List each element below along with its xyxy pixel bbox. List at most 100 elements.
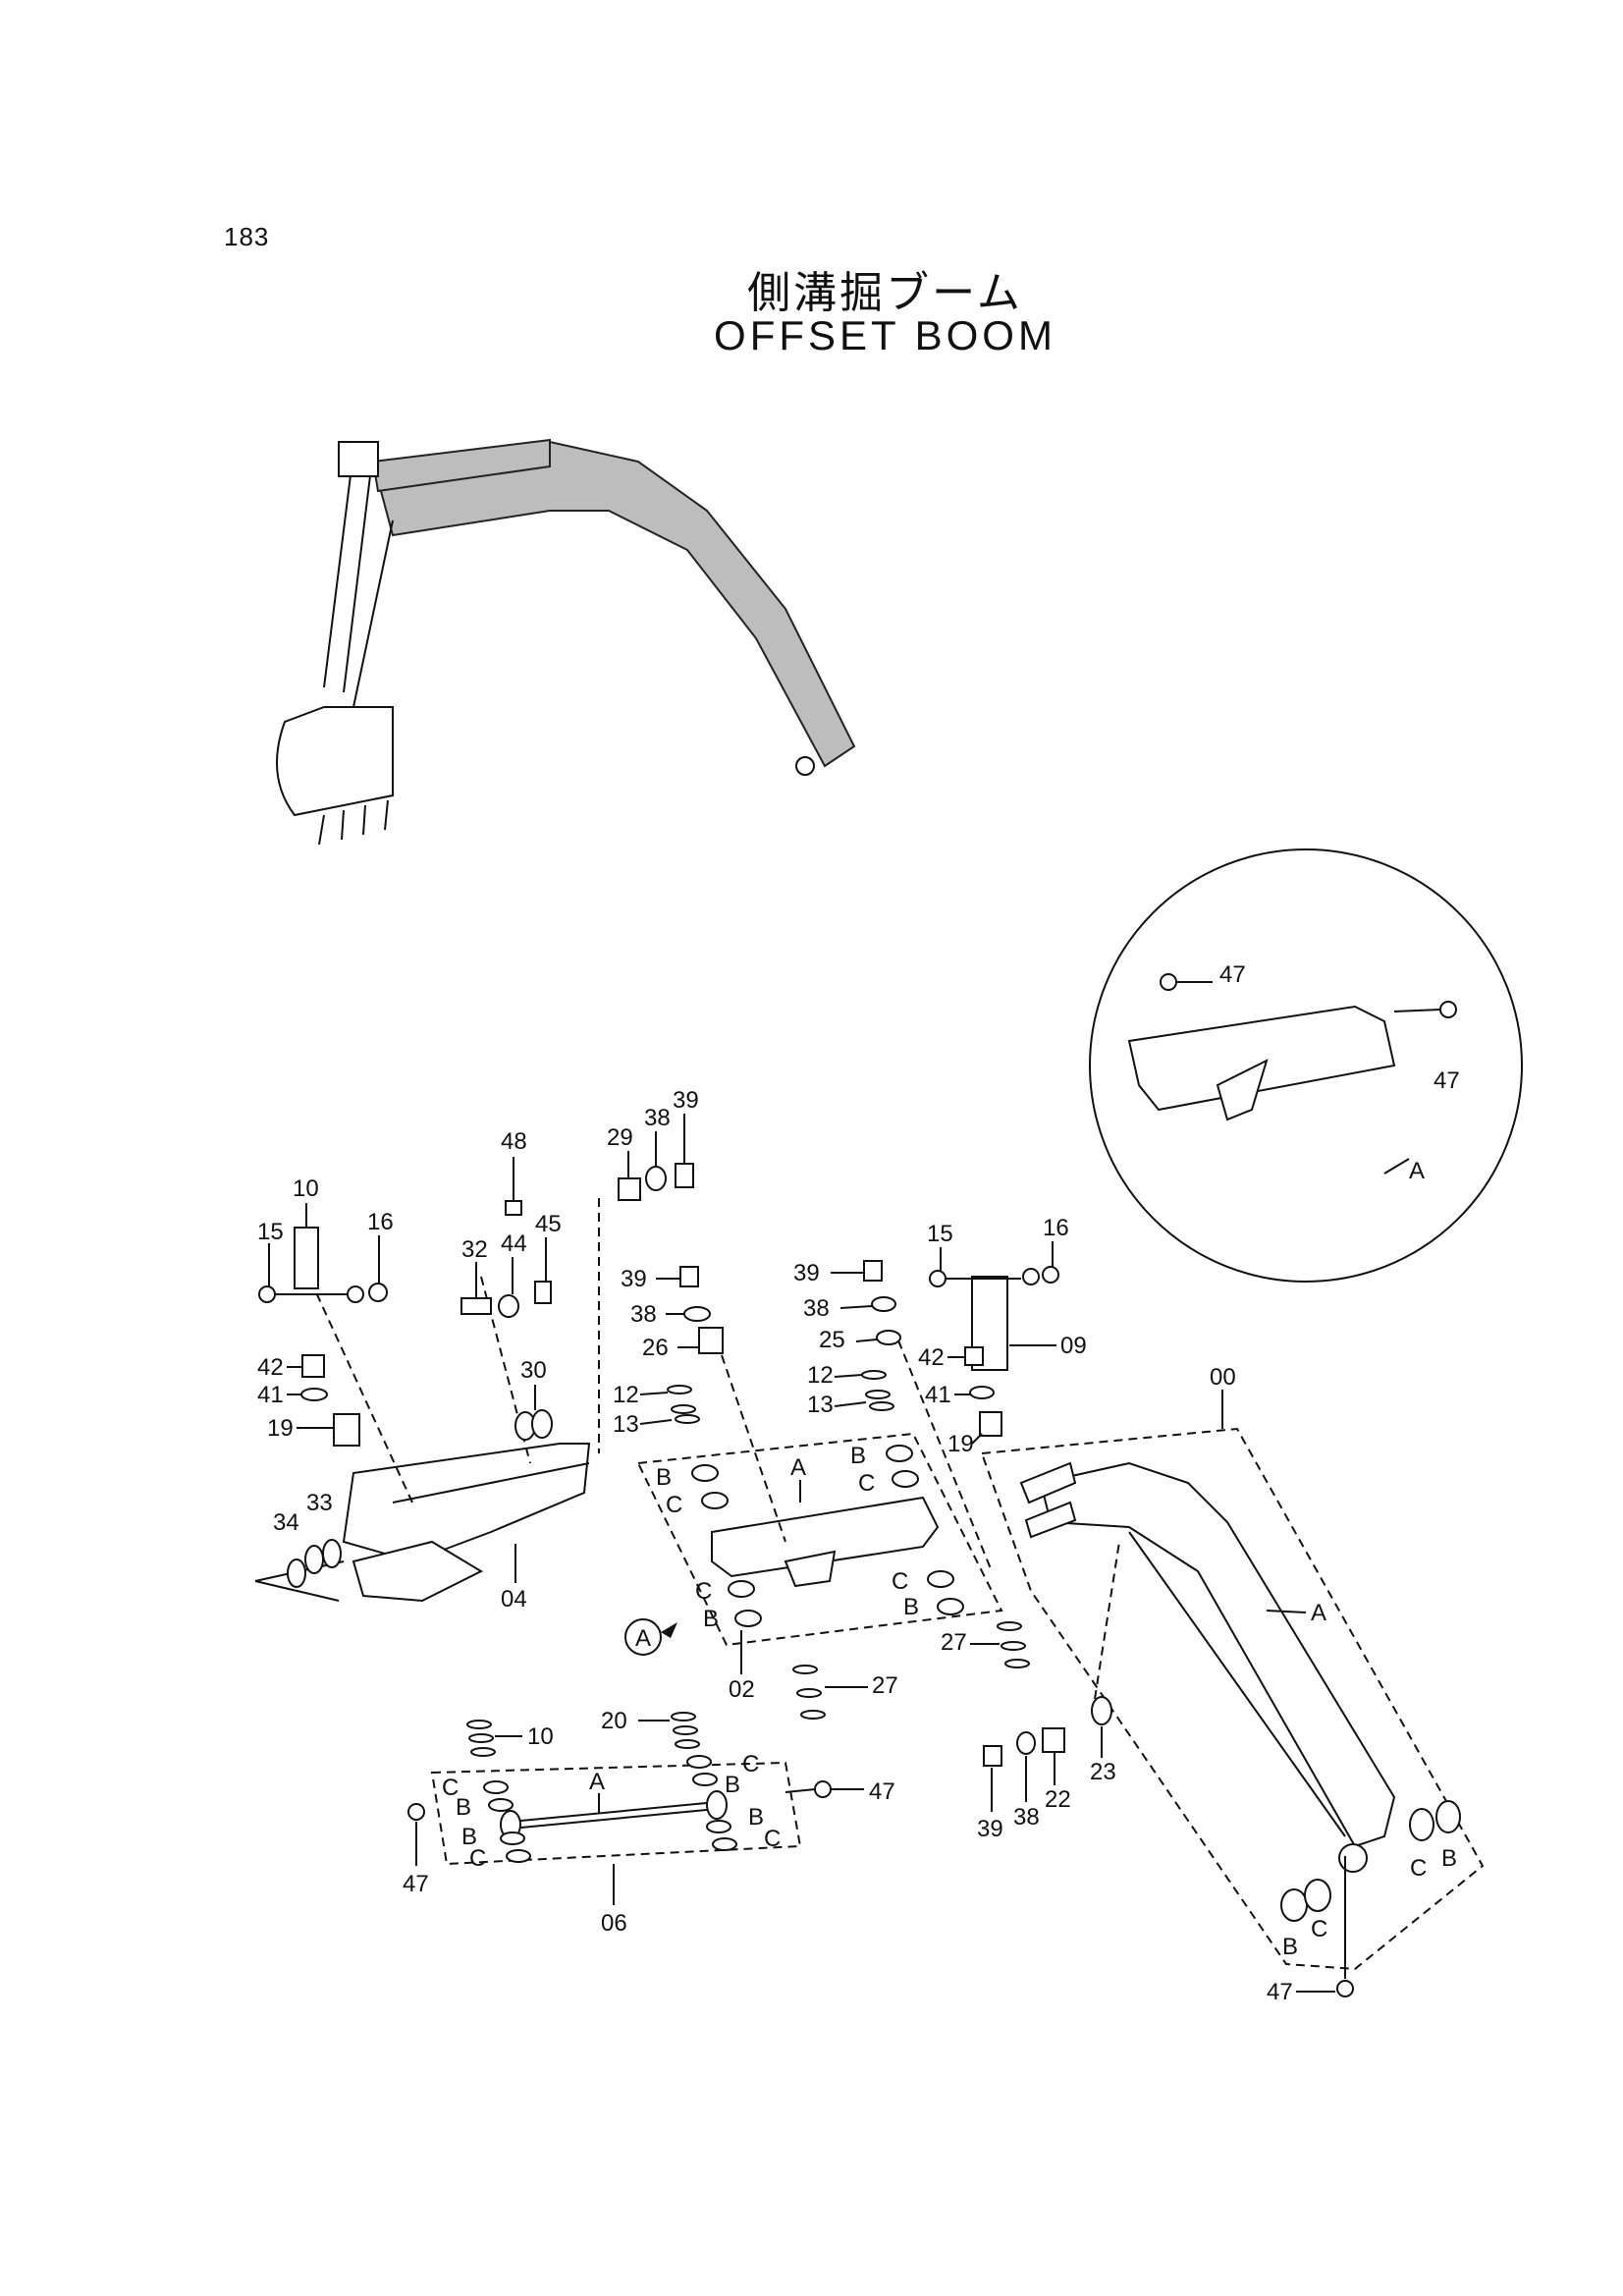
rings-27: 27 27 — [792, 1621, 1030, 1720]
title-english: OFFSET BOOM — [714, 312, 1056, 358]
assembly-00: 00 A C B B C 47 — [980, 1364, 1485, 2005]
label-c: C — [742, 1751, 759, 1777]
label-12: 12 — [613, 1382, 639, 1408]
label-c: C — [1311, 1916, 1327, 1942]
label-b: B — [748, 1804, 764, 1831]
detail-ref-label: A — [635, 1625, 651, 1652]
pin-19-group-left: 42 41 19 — [257, 1354, 360, 1447]
label-23: 23 — [1090, 1759, 1116, 1785]
label-39: 39 — [621, 1266, 647, 1292]
label-27: 27 — [872, 1672, 898, 1699]
label-06: 06 — [601, 1910, 627, 1937]
washers-33-34: 34 33 — [273, 1490, 342, 1588]
assembly-06: A C B B C C B B C 06 47 47 — [403, 1751, 895, 1937]
label-38: 38 — [644, 1105, 671, 1131]
overview-illustration — [276, 438, 856, 846]
grease-fitting-icon — [1336, 1980, 1354, 1997]
detail-a-label: A — [1409, 1158, 1425, 1184]
assembly-02: A B C C B B C C B 02 A — [624, 1432, 1003, 1703]
label-a-02: A — [790, 1454, 806, 1481]
label-22: 22 — [1045, 1786, 1071, 1813]
label-09: 09 — [1060, 1333, 1087, 1359]
label-33: 33 — [306, 1490, 333, 1516]
label-15: 15 — [927, 1221, 953, 1247]
label-47: 47 — [1434, 1067, 1460, 1094]
label-39: 39 — [793, 1260, 820, 1286]
label-19: 19 — [947, 1431, 974, 1457]
label-48: 48 — [501, 1128, 527, 1155]
label-47: 47 — [869, 1778, 895, 1805]
grease-fitting-icon — [407, 1803, 425, 1821]
pin-25-group: 39 38 25 12 13 — [793, 1260, 993, 1572]
label-b: B — [850, 1443, 866, 1469]
assembly-04: 04 — [254, 1198, 600, 1613]
label-b: B — [703, 1606, 719, 1632]
label-12: 12 — [807, 1362, 834, 1389]
bolt-group-29: 29 38 39 — [607, 1087, 699, 1201]
label-42: 42 — [257, 1354, 284, 1381]
label-32: 32 — [461, 1236, 488, 1263]
label-44: 44 — [501, 1230, 527, 1257]
pin-22-group: 39 38 22 23 — [977, 1541, 1120, 1842]
label-c: C — [892, 1568, 908, 1595]
label-10: 10 — [293, 1175, 319, 1202]
label-39: 39 — [673, 1087, 699, 1114]
label-c: C — [442, 1775, 459, 1801]
label-c: C — [1410, 1855, 1427, 1882]
label-38: 38 — [803, 1295, 830, 1322]
washer-30: 30 — [514, 1357, 553, 1441]
pin-09-group: 15 16 09 42 41 19 — [918, 1215, 1087, 1457]
grease-fitting-icon — [814, 1780, 832, 1798]
label-c: C — [764, 1826, 781, 1852]
label-c: C — [666, 1492, 682, 1518]
label-29: 29 — [607, 1124, 633, 1151]
pin-10-group: 10 15 16 — [257, 1175, 394, 1303]
label-a-06: A — [589, 1769, 605, 1795]
label-b: B — [456, 1794, 471, 1821]
label-c: C — [469, 1845, 486, 1872]
label-00: 00 — [1210, 1364, 1236, 1391]
label-04: 04 — [501, 1586, 527, 1613]
title-japanese: 側溝掘ブーム — [747, 268, 1023, 318]
label-b: B — [1282, 1934, 1298, 1960]
label-c: C — [858, 1470, 875, 1497]
label-b: B — [903, 1594, 919, 1620]
label-15: 15 — [257, 1219, 284, 1245]
label-41: 41 — [925, 1382, 951, 1408]
label-38: 38 — [1013, 1804, 1040, 1831]
label-19: 19 — [267, 1415, 294, 1442]
label-13: 13 — [807, 1392, 834, 1418]
label-26: 26 — [642, 1335, 669, 1361]
page-number: 183 — [224, 222, 270, 251]
label-47: 47 — [403, 1871, 429, 1897]
label-c: C — [695, 1578, 712, 1605]
bolt-group-32: 48 32 44 45 — [460, 1128, 562, 1318]
rings-10-20: 10 20 — [466, 1708, 700, 1757]
label-25: 25 — [819, 1327, 845, 1353]
label-42: 42 — [918, 1344, 945, 1371]
label-47: 47 — [1267, 1979, 1293, 2005]
label-b: B — [461, 1824, 477, 1850]
label-b: B — [656, 1464, 672, 1491]
label-34: 34 — [273, 1509, 299, 1536]
label-a-00: A — [1311, 1600, 1326, 1626]
grease-fitting-icon — [1160, 973, 1177, 991]
label-13: 13 — [613, 1411, 639, 1438]
label-02: 02 — [729, 1676, 755, 1703]
label-b: B — [725, 1772, 740, 1798]
label-41: 41 — [257, 1382, 284, 1408]
label-38: 38 — [630, 1301, 657, 1328]
grease-fitting-icon — [1439, 1001, 1457, 1018]
label-b: B — [1441, 1845, 1457, 1872]
label-45: 45 — [535, 1211, 562, 1237]
label-20: 20 — [601, 1708, 627, 1734]
label-30: 30 — [520, 1357, 547, 1384]
detail-a-inset: 47 47 A — [1089, 848, 1523, 1283]
label-10: 10 — [527, 1723, 554, 1750]
label-16: 16 — [367, 1209, 394, 1235]
label-39: 39 — [977, 1816, 1003, 1842]
label-27: 27 — [941, 1629, 967, 1656]
label-16: 16 — [1043, 1215, 1069, 1241]
label-47: 47 — [1219, 961, 1246, 988]
